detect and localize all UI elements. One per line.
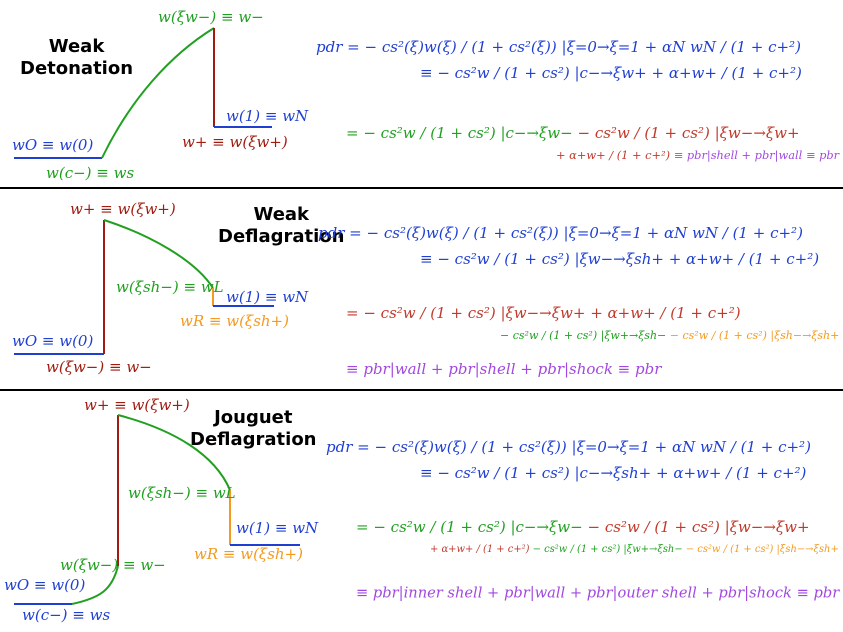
p1-eq1b: ≡ − cs²w / (1 + cs²) |c−→ξw+ + α+w+ / (1… [420, 66, 802, 81]
p1-label-top: w(ξw−) ≡ w− [158, 8, 264, 26]
p1-label-ws: w(c−) ≡ ws [46, 164, 135, 182]
p2-eq3-text: ≡ pbr|wall + pbr|shell + pbr|shock ≡ pbr [346, 360, 662, 378]
p3-eq3: ≡ pbr|inner shell + pbr|wall + pbr|outer… [356, 586, 839, 601]
p1-eq1-t2: + αN wN / (1 + c+²) [644, 38, 801, 56]
panel3-title-line1: Jouguet [214, 407, 293, 428]
p2-eq2-t4: − cs²w / (1 + cs²) |ξsh−→ξsh+ [669, 328, 840, 342]
p1-eq1-t4: + α+w+ / (1 + c+²) [651, 64, 802, 82]
p3-eq2-t4: − cs²w / (1 + cs²) |ξw+→ξsh− [532, 542, 683, 555]
p2-eq1-lhs: pdr = − [318, 224, 380, 242]
panel3-title: Jouguet Deflagration [190, 407, 317, 451]
p3-label-wR: wR ≡ w(ξsh+) [194, 545, 303, 563]
p3-label-wminus: w(ξw−) ≡ w− [60, 556, 166, 574]
p1-eq2-t2: − cs²w / (1 + cs²) |ξw−→ξw+ [577, 124, 800, 142]
p1-label-wplus: w+ ≡ w(ξw+) [182, 133, 288, 151]
p2-label-wO: wO ≡ w(0) [12, 332, 94, 350]
p3-eq3-text: ≡ pbr|inner shell + pbr|wall + pbr|outer… [356, 584, 840, 602]
p1-eq2b: + α+w+ / (1 + c+²) ≡ pbr|shell + pbr|wal… [556, 150, 839, 161]
p1-eq1: pdr = − cs²(ξ)w(ξ) / (1 + cs²(ξ)) |ξ=0→ξ… [316, 40, 801, 55]
p3-eq1-t4: + α+w+ / (1 + c+²) [656, 464, 807, 482]
shell-curve [103, 219, 214, 289]
p2-eq1: pdr = − cs²(ξ)w(ξ) / (1 + cs²(ξ)) |ξ=0→ξ… [318, 226, 803, 241]
p3-eq1-lhs: pdr = − [326, 438, 388, 456]
jouguet-deflagration-profile [14, 414, 300, 605]
p3-label-wO: wO ≡ w(0) [4, 576, 86, 594]
p2-eq1-t2: + αN wN / (1 + c+²) [646, 224, 803, 242]
p2-eq2-t2: + α+w+ / (1 + c+²) [590, 304, 741, 322]
p3-eq1-t1: cs²(ξ)w(ξ) / (1 + cs²(ξ)) |ξ=0→ξ=1 [391, 438, 650, 456]
outer-shell-curve [117, 414, 231, 491]
p1-eq1-t3: ≡ − cs²w / (1 + cs²) |c−→ξw+ [420, 64, 647, 82]
p3-eq2-t2: − cs²w / (1 + cs²) |ξw−→ξw+ [587, 518, 810, 536]
p3-eq1-t3: ≡ − cs²w / (1 + cs²) |c−→ξsh+ [420, 464, 652, 482]
p3-label-ws: w(c−) ≡ ws [22, 606, 111, 624]
p3-eq1b: ≡ − cs²w / (1 + cs²) |c−→ξsh+ + α+w+ / (… [420, 466, 806, 481]
p2-label-wN: w(1) ≡ wN [226, 288, 309, 306]
weak-deflagration-profile [14, 219, 274, 355]
p3-label-top: w+ ≡ w(ξw+) [84, 396, 190, 414]
panel-divider-1 [0, 187, 843, 189]
p2-eq2: = − cs²w / (1 + cs²) |ξw−→ξw+ + α+w+ / (… [346, 306, 741, 321]
p3-eq2-t3: + α+w+ / (1 + c+²) [430, 542, 530, 555]
p1-eq2: = − cs²w / (1 + cs²) |c−→ξw− − cs²w / (1… [346, 126, 800, 141]
p1-eq2-t4: ≡ pbr|shell + pbr|wall ≡ pbr [673, 148, 840, 163]
p2-eq2b: − cs²w / (1 + cs²) |ξw+→ξsh− − cs²w / (1… [500, 330, 839, 341]
panel-divider-2 [0, 389, 843, 391]
panel2-title: Weak Deflagration [218, 204, 345, 248]
p3-label-wL: w(ξsh−) ≡ wL [128, 484, 236, 502]
p3-eq2b: + α+w+ / (1 + c+²) − cs²w / (1 + cs²) |ξ… [430, 544, 839, 554]
p1-eq1-t1: cs²(ξ)w(ξ) / (1 + cs²(ξ)) |ξ=0→ξ=1 [381, 38, 640, 56]
p2-label-top: w+ ≡ w(ξw+) [70, 200, 176, 218]
p2-eq2-t1: = − cs²w / (1 + cs²) |ξw−→ξw+ [346, 304, 586, 322]
p3-eq2-t1: = − cs²w / (1 + cs²) |c−→ξw− [356, 518, 583, 536]
panel2-title-line1: Weak [253, 204, 310, 225]
p2-eq1-t4: + α+w+ / (1 + c+²) [668, 250, 820, 268]
panel3-title-line2: Deflagration [190, 429, 317, 450]
panel1-title: Weak Detonation [20, 36, 133, 80]
p1-label-wO: wO ≡ w(0) [12, 136, 94, 154]
p1-eq2-t1: = − cs²w / (1 + cs²) |c−→ξw− [346, 124, 573, 142]
p1-label-wN: w(1) ≡ wN [226, 107, 309, 125]
p2-label-wR: wR ≡ w(ξsh+) [180, 312, 289, 330]
p3-eq1: pdr = − cs²(ξ)w(ξ) / (1 + cs²(ξ)) |ξ=0→ξ… [326, 440, 811, 455]
p3-label-wN: w(1) ≡ wN [236, 519, 319, 537]
p2-eq2-t3: − cs²w / (1 + cs²) |ξw+→ξsh− [500, 328, 667, 342]
p1-eq1-lhs: pdr = − [316, 38, 378, 56]
rarefaction-curve [101, 27, 215, 159]
p2-label-wminus: w(ξw−) ≡ w− [46, 358, 152, 376]
panel2-title-line2: Deflagration [218, 226, 345, 247]
p3-eq2: = − cs²w / (1 + cs²) |c−→ξw− − cs²w / (1… [356, 520, 810, 535]
p2-label-wL: w(ξsh−) ≡ wL [116, 278, 224, 296]
p3-eq1-t2: + αN wN / (1 + c+²) [654, 438, 811, 456]
panel1-title-line1: Weak [48, 36, 105, 57]
p1-eq2-t3: + α+w+ / (1 + c+²) [556, 148, 671, 163]
p2-eq1b: ≡ − cs²w / (1 + cs²) |ξw−→ξsh+ + α+w+ / … [420, 252, 819, 267]
panel1-title-line2: Detonation [20, 58, 134, 79]
inner-shell-curve [71, 565, 119, 605]
p2-eq1-t3: ≡ − cs²w / (1 + cs²) |ξw−→ξsh+ [420, 250, 664, 268]
p3-eq2-t5: − cs²w / (1 + cs²) |ξsh−→ξsh+ [685, 542, 839, 555]
weak-detonation-profile [14, 27, 272, 159]
p2-eq1-t1: cs²(ξ)w(ξ) / (1 + cs²(ξ)) |ξ=0→ξ=1 [383, 224, 642, 242]
p2-eq3: ≡ pbr|wall + pbr|shell + pbr|shock ≡ pbr [346, 362, 661, 377]
